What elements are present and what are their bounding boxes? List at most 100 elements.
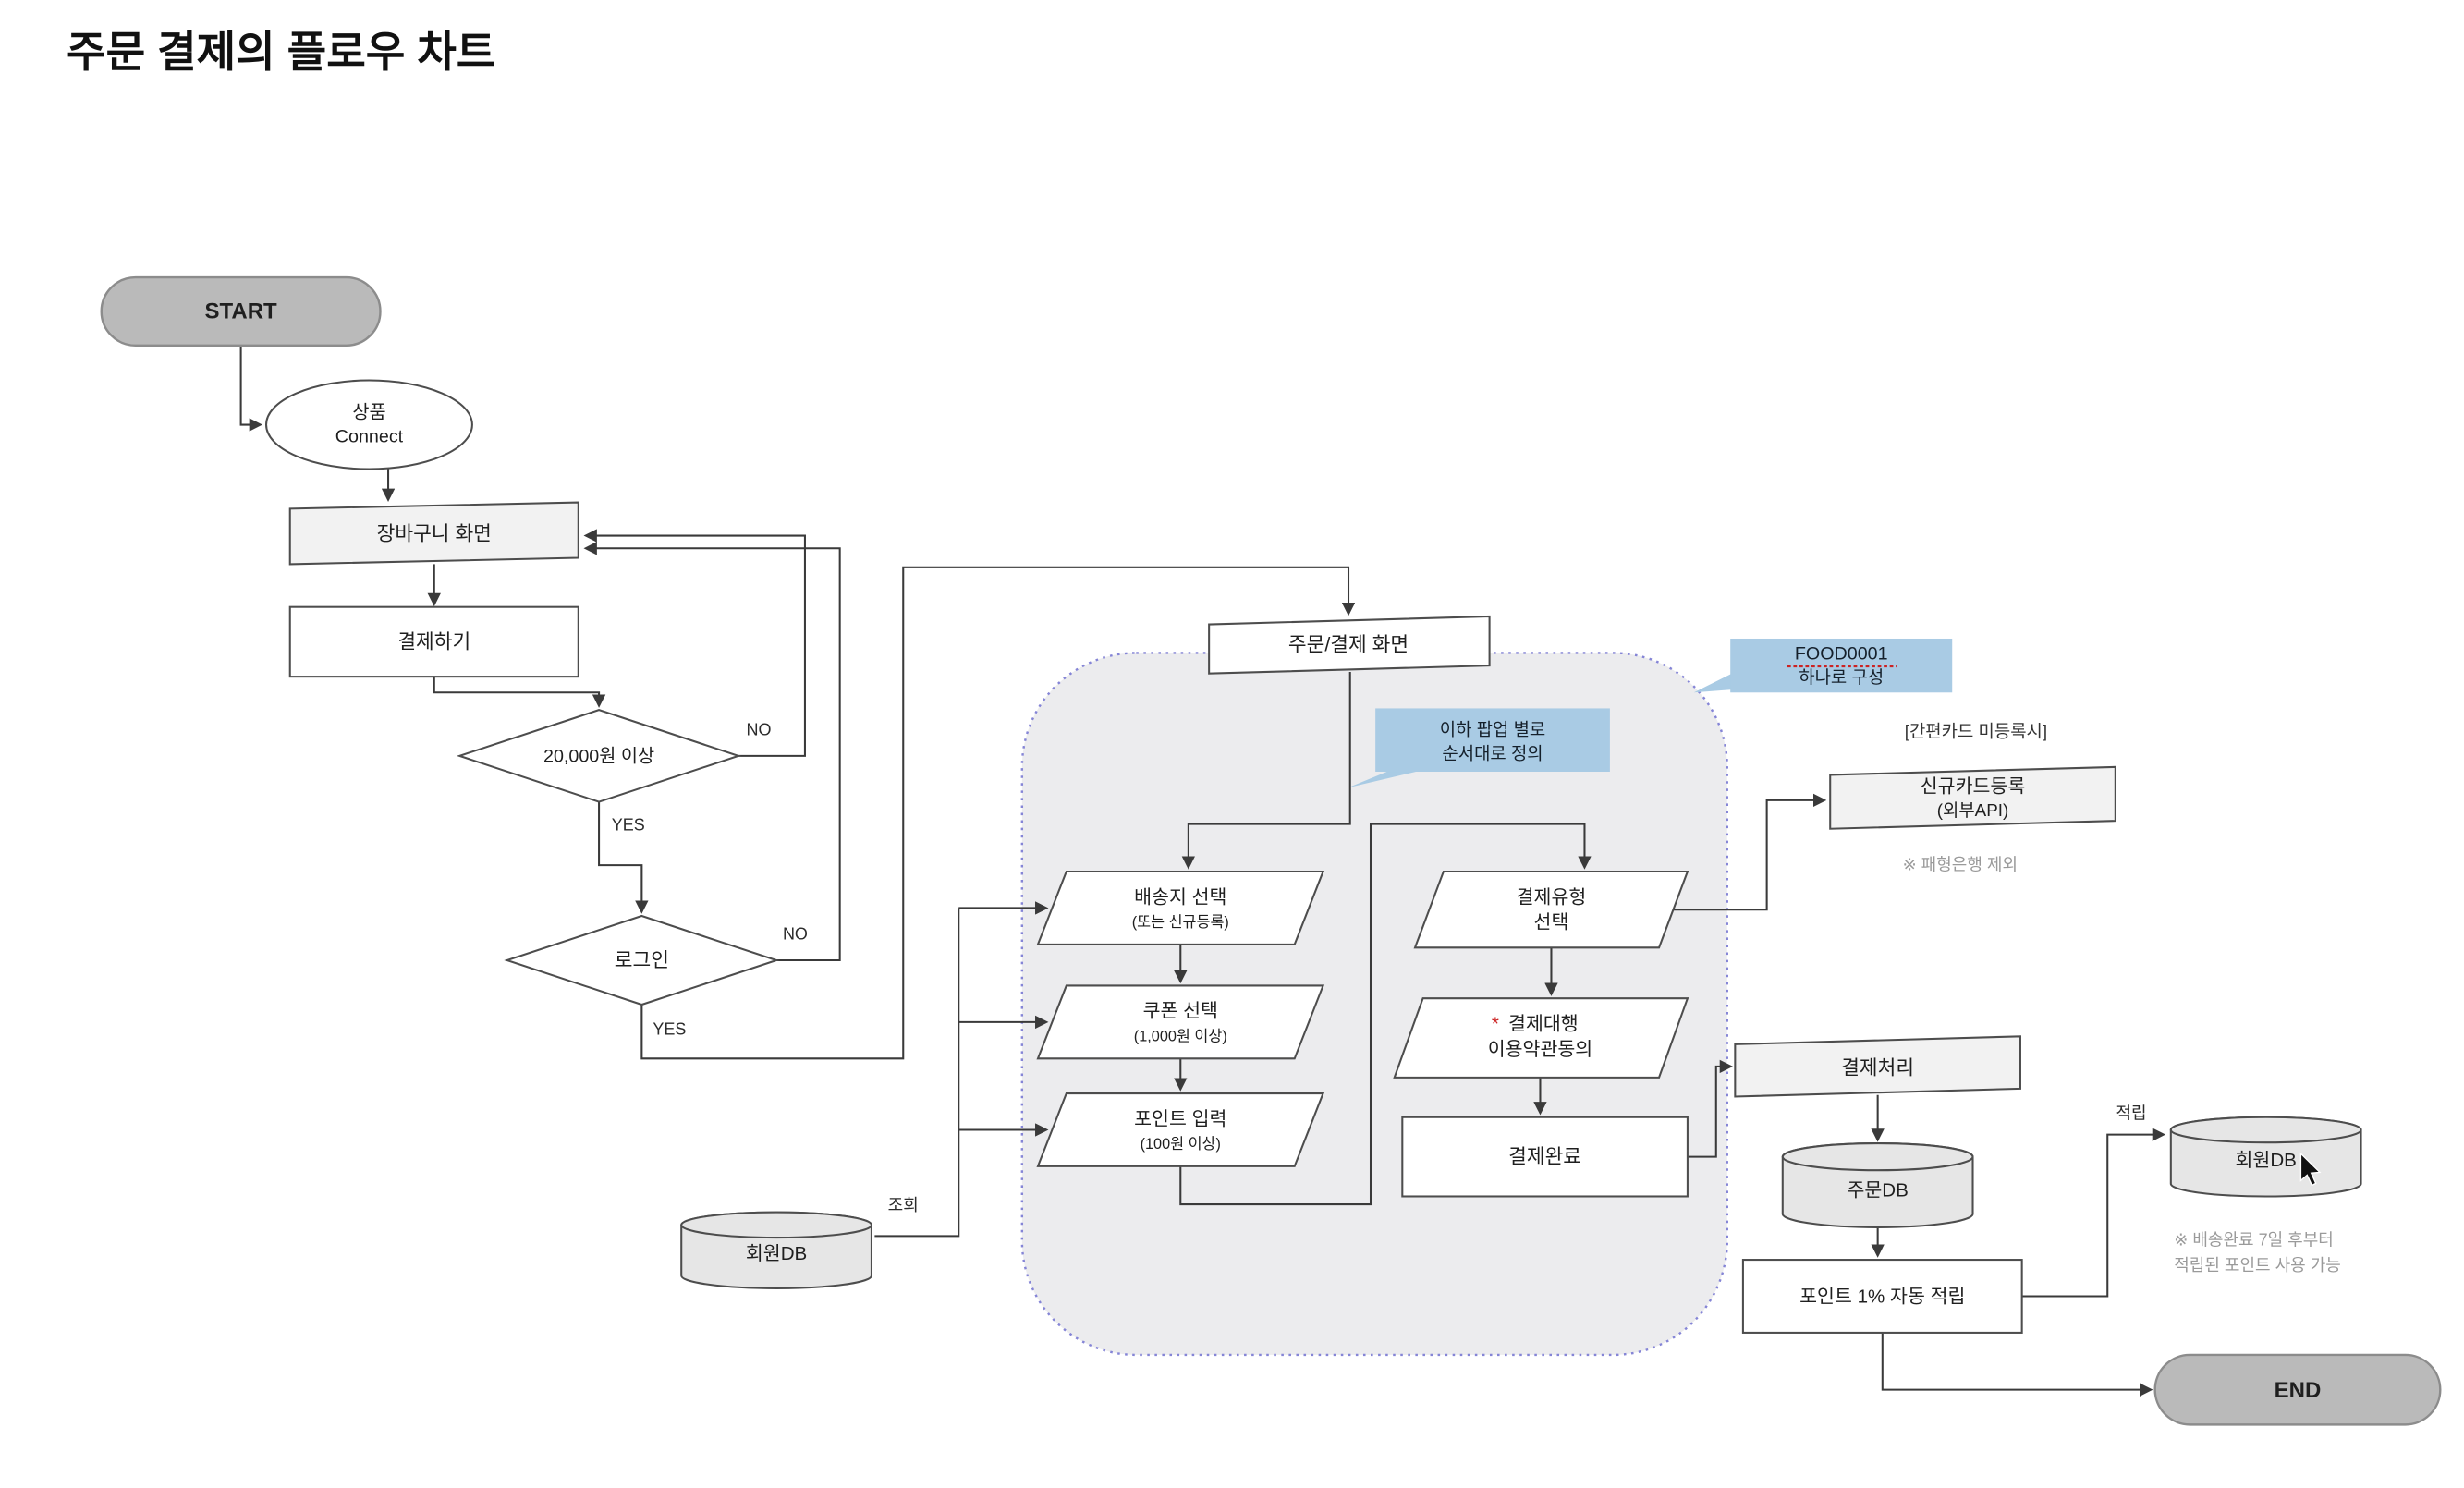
node-end: END <box>2153 1353 2442 1426</box>
label-login-no: NO <box>783 925 808 944</box>
coupon-select-line2: (1,000원 이상) <box>1134 1028 1227 1044</box>
coupon-select-shape <box>1036 984 1325 1060</box>
pg-agreement-required-star: * <box>1492 1013 1499 1034</box>
edge-memberdb-trunk <box>874 908 960 1238</box>
new-card-line2: (외부API) <box>1937 800 2009 820</box>
note-point-line2: 적립된 포인트 사용 가능 <box>2174 1256 2341 1275</box>
product-label-line1: 상품 <box>352 403 385 423</box>
pay-complete-shape <box>1401 1116 1689 1198</box>
cart-screen-label: 장바구니 화면 <box>377 523 492 545</box>
note-point-line1: ※ 배송완료 7일 후부터 <box>2174 1231 2334 1250</box>
node-member-db-right: 회원DB <box>2169 1116 2362 1198</box>
pay-type-line2: 선택 <box>1534 912 1569 933</box>
callout-popup-order-box <box>1375 708 1610 773</box>
node-pg-agreement: * 결제대행 이용약관동의 <box>1393 997 1689 1079</box>
pg-agreement-line1: 결제대행 <box>1508 1013 1579 1034</box>
node-start: START <box>100 275 382 348</box>
point-input-shape <box>1036 1092 1325 1167</box>
edge-login-yes-to-order <box>640 566 1356 1060</box>
node-checkout: 결제하기 <box>288 605 579 678</box>
node-amount-check: 20,000원 이상 <box>456 709 742 803</box>
node-point-input: 포인트 입력 (100원 이상) <box>1036 1092 1325 1167</box>
login-check-label: 로그인 <box>615 949 669 971</box>
end-terminal-shape <box>2153 1353 2442 1426</box>
pay-process-shape <box>1734 1035 2021 1098</box>
pay-type-select-shape <box>1413 870 1689 949</box>
pg-agreement-shape <box>1393 997 1689 1079</box>
checkout-shape <box>288 605 579 678</box>
cart-screen-shape <box>288 501 579 566</box>
node-login-check: 로그인 <box>504 914 780 1006</box>
node-pay-type-select: 결제유형 선택 <box>1413 870 1689 949</box>
node-coupon-select: 쿠폰 선택 (1,000원 이상) <box>1036 984 1325 1060</box>
label-save: 적립 <box>2116 1104 2146 1122</box>
product-label-line2: Connect <box>335 426 404 446</box>
order-screen-shape <box>1208 615 1491 675</box>
member-db-right-label: 회원DB <box>2235 1150 2296 1171</box>
edge-login-no-to-cart <box>583 542 841 962</box>
edge-amount-no-to-cart <box>583 529 806 757</box>
callout-food-code-line1: FOOD0001 <box>1795 643 1888 664</box>
pg-agreement-line2: 이용약관동의 <box>1488 1039 1593 1060</box>
node-delivery-select: 배송지 선택 (또는 신규등록) <box>1036 870 1325 945</box>
callout-food-code-line2: 하나로 구성 <box>1799 667 1884 687</box>
pay-complete-label: 결제완료 <box>1508 1145 1581 1167</box>
end-label: END <box>2275 1378 2322 1403</box>
node-pay-complete: 결제완료 <box>1401 1116 1689 1198</box>
member-db-left-label: 회원DB <box>746 1243 807 1264</box>
edge-point-to-paytype <box>1179 823 1592 1206</box>
callout-food-code-tail <box>1693 671 1736 693</box>
member-db-right-rim <box>2169 1116 2362 1144</box>
edge-checkout-to-amount <box>433 677 606 708</box>
amount-check-diamond <box>456 709 742 803</box>
point-save-shape <box>1741 1259 2023 1334</box>
note-bank-exclude: ※ 패형은행 제외 <box>1903 855 2018 873</box>
order-db-rim <box>1781 1142 1974 1172</box>
point-input-line1: 포인트 입력 <box>1134 1108 1226 1129</box>
order-screen-label: 주문/결제 화면 <box>1288 634 1409 656</box>
new-card-shape <box>1829 765 2116 830</box>
callout-food-code: FOOD0001 하나로 구성 <box>1693 638 1953 693</box>
node-order-screen: 주문/결제 화면 <box>1208 615 1491 675</box>
coupon-select-line1: 쿠폰 선택 <box>1143 1001 1218 1022</box>
node-point-save: 포인트 1% 자동 적립 <box>1741 1259 2023 1334</box>
callout-popup-order-line1: 이하 팝업 별로 <box>1440 720 1546 739</box>
start-label: START <box>204 299 277 324</box>
node-new-card: 신규카드등록 (외부API) <box>1829 765 2116 830</box>
edge-complete-to-process <box>1687 1059 1734 1158</box>
delivery-select-shape <box>1036 870 1325 945</box>
node-cart-screen: 장바구니 화면 <box>288 501 579 566</box>
edge-paytype-to-newcard <box>1673 793 1827 911</box>
point-save-label: 포인트 1% 자동 적립 <box>1799 1286 1965 1307</box>
edge-start-to-product <box>239 345 263 432</box>
start-terminal-shape <box>100 275 382 348</box>
node-member-db-left: 회원DB <box>680 1211 872 1289</box>
page-title: 주문 결제의 플로우 차트 <box>67 28 495 76</box>
connector-edges <box>239 345 2166 1397</box>
order-db-label: 주문DB <box>1847 1179 1908 1201</box>
point-input-line2: (100원 이상) <box>1141 1136 1221 1153</box>
edge-pointsave-to-memberdb <box>2021 1128 2166 1298</box>
mouse-cursor-icon <box>2299 1152 2322 1187</box>
edge-amount-yes-to-login <box>598 801 649 914</box>
note-card-condition: [간편카드 미등록시] <box>1905 721 2047 740</box>
label-login-yes: YES <box>653 1020 686 1039</box>
delivery-select-line2: (또는 신규등록) <box>1132 914 1229 931</box>
delivery-select-line1: 배송지 선택 <box>1134 886 1226 908</box>
new-card-line1: 신규카드등록 <box>1921 775 2026 797</box>
product-ellipse-shape <box>265 379 473 470</box>
callout-food-code-box <box>1730 638 1953 693</box>
checkout-label: 결제하기 <box>397 630 470 653</box>
login-check-diamond <box>504 914 780 1006</box>
callout-popup-order-line2: 순서대로 정의 <box>1442 743 1543 762</box>
member-db-left-rim <box>680 1211 872 1239</box>
pay-type-line1: 결제유형 <box>1517 886 1587 908</box>
node-pay-process: 결제처리 <box>1734 1035 2021 1098</box>
label-amount-no: NO <box>747 721 772 739</box>
label-query: 조회 <box>888 1196 919 1214</box>
edge-order-to-delivery <box>1181 671 1351 870</box>
label-amount-yes: YES <box>612 815 645 834</box>
node-product-connect: 상품 Connect <box>265 379 473 470</box>
amount-check-label: 20,000원 이상 <box>543 747 654 767</box>
